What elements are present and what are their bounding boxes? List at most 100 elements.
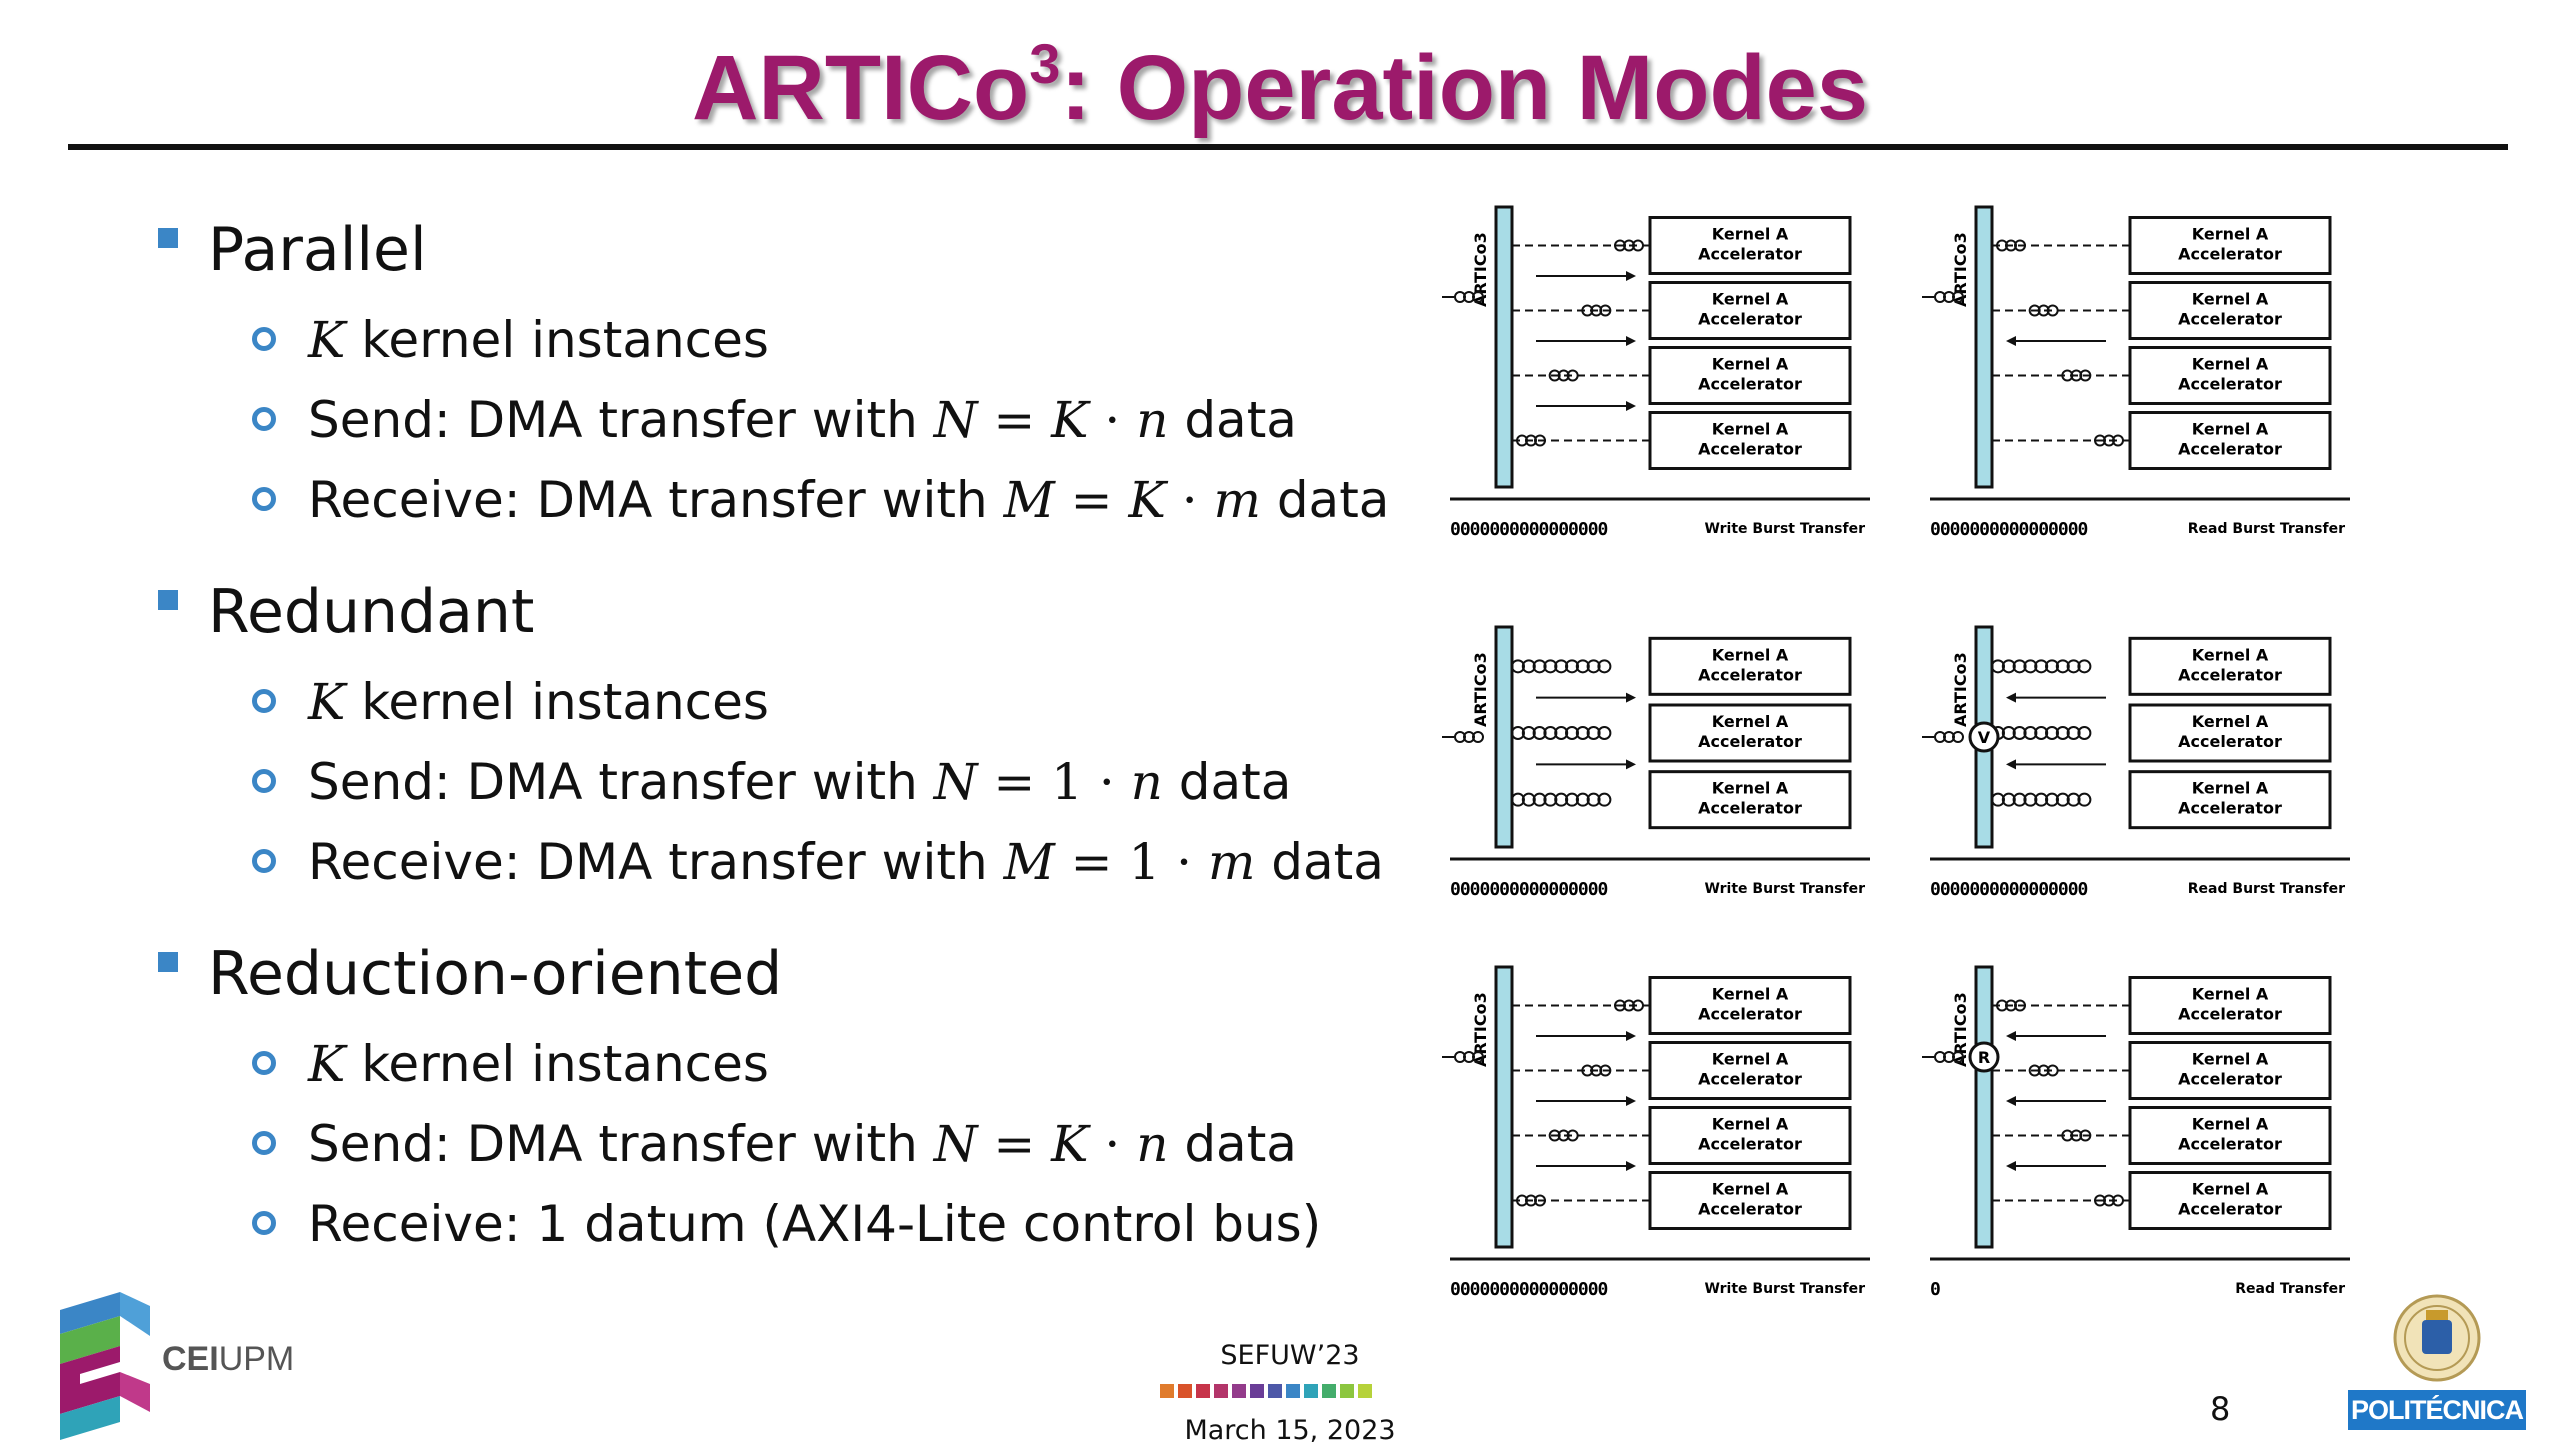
data-circle	[2045, 659, 2059, 674]
data-circle	[2034, 792, 2049, 807]
data-circle	[1554, 792, 1569, 807]
data-circle	[1521, 792, 1536, 807]
kernel-label-line2: Accelerator	[1698, 1070, 1802, 1089]
arrow-head-icon	[1626, 759, 1636, 770]
upm-label: POLITÉCNICA	[2348, 1390, 2526, 1430]
sub-bullet: K kernel instances	[150, 300, 1420, 380]
color-bar-square	[1232, 1384, 1246, 1398]
data-circle	[1532, 792, 1547, 807]
square-bullet-icon	[158, 590, 178, 610]
combiner-marker: R	[1978, 1048, 1990, 1067]
kernel-box	[1648, 281, 1852, 340]
transfer-stream: 0000000000000000	[1930, 879, 2088, 900]
kernel-label-line1: Kernel A	[1712, 779, 1789, 798]
data-circle	[2046, 1064, 2059, 1077]
ring-bullet-icon	[252, 407, 276, 431]
kernel-label-line2: Accelerator	[1698, 732, 1802, 751]
artico-bus	[1494, 965, 1514, 1249]
kernel-label-line2: Accelerator	[2178, 440, 2282, 459]
cei-upm-label: CEIUPM	[162, 1340, 295, 1378]
data-circle	[1543, 726, 1558, 740]
kernel-box	[1648, 703, 1852, 763]
kernel-label-line2: Accelerator	[2178, 665, 2282, 684]
color-bar-square	[1304, 1384, 1318, 1398]
data-circle	[1472, 1051, 1484, 1063]
data-circle	[2012, 659, 2027, 674]
arrow-head-icon	[2006, 336, 2016, 346]
data-circle	[2079, 1129, 2092, 1142]
transfer-stream: 0000000000000000	[1450, 879, 1608, 900]
arrow-head-icon	[2006, 1031, 2016, 1041]
upm-logo: POLITÉCNICA	[2340, 1290, 2540, 1440]
title-divider	[68, 144, 2508, 150]
sub-bullet: Send: DMA transfer with N = K · n data	[150, 380, 1420, 460]
arrow-head-icon	[1626, 401, 1636, 411]
arrow-head-icon	[2006, 692, 2016, 703]
sub-bullet: Receive: DMA transfer with M = K · m dat…	[150, 460, 1420, 540]
artico-bus-label: ARTICo3	[1951, 232, 1970, 307]
data-circle	[1597, 726, 1612, 740]
data-circle	[2001, 726, 2016, 740]
event-footer: SEFUW’23 March 15, 2023	[1140, 1340, 1440, 1446]
kernel-label-line1: Kernel A	[2192, 985, 2269, 1004]
kernel-label-line1: Kernel A	[2192, 225, 2269, 244]
artico-bus	[1494, 625, 1514, 849]
kernel-box	[1648, 411, 1852, 470]
data-circle	[2012, 792, 2027, 807]
transfer-caption: Read Burst Transfer	[2188, 881, 2345, 897]
transfer-caption: Write Burst Transfer	[1704, 1281, 1865, 1297]
kernel-box	[2128, 216, 2332, 275]
data-circle	[1597, 792, 1612, 807]
color-bar-square	[1286, 1384, 1300, 1398]
data-circle	[2014, 999, 2026, 1012]
data-circle	[1472, 291, 1484, 303]
data-circle	[2079, 369, 2092, 382]
kernel-label-line2: Accelerator	[2178, 1070, 2282, 1089]
data-circle	[2023, 659, 2038, 674]
artico-bus-label: ARTICo3	[1951, 992, 1970, 1067]
kernel-label-line1: Kernel A	[2192, 1050, 2269, 1069]
data-circle	[2034, 726, 2049, 740]
kernel-label-line1: Kernel A	[1712, 1115, 1789, 1134]
artico-bus-label: ARTICo3	[1471, 992, 1490, 1067]
section-heading: Redundant	[150, 562, 1420, 662]
artico-bus	[1494, 205, 1514, 489]
data-circle	[2023, 726, 2038, 740]
ring-bullet-icon	[252, 1211, 276, 1235]
arrow-head-icon	[1626, 1096, 1636, 1106]
arrow-head-icon	[1626, 692, 1636, 703]
data-circle	[1581, 304, 1594, 317]
data-circle	[2077, 659, 2092, 674]
data-circle	[1575, 659, 1590, 674]
ring-bullet-icon	[252, 487, 276, 511]
kernel-label-line2: Accelerator	[2178, 1005, 2282, 1024]
sub-bullet: K kernel instances	[150, 662, 1420, 742]
ring-bullet-icon	[252, 769, 276, 793]
combiner-marker: V	[1978, 728, 1991, 747]
data-circle	[1511, 726, 1525, 740]
color-bar-square	[1160, 1384, 1174, 1398]
kernel-label-line1: Kernel A	[1712, 1180, 1789, 1199]
artico-bus-label: ARTICo3	[1471, 652, 1490, 727]
sub-bullet: Receive: DMA transfer with M = 1 · m dat…	[150, 822, 1420, 902]
data-circle	[1521, 726, 1536, 740]
cei-logo-icon	[60, 1292, 150, 1440]
artico-bus	[1974, 205, 1994, 489]
sub-bullet: K kernel instances	[150, 1024, 1420, 1104]
data-circle	[2001, 659, 2016, 674]
kernel-box	[1648, 636, 1852, 696]
ring-bullet-icon	[252, 689, 276, 713]
kernel-label-line1: Kernel A	[1712, 712, 1789, 731]
color-bar-square	[1268, 1384, 1282, 1398]
kernel-box	[2128, 703, 2332, 763]
kernel-label-line1: Kernel A	[2192, 645, 2269, 664]
kernel-label-line1: Kernel A	[2192, 290, 2269, 309]
data-circle	[1599, 1064, 1612, 1077]
data-circle	[2055, 659, 2070, 674]
